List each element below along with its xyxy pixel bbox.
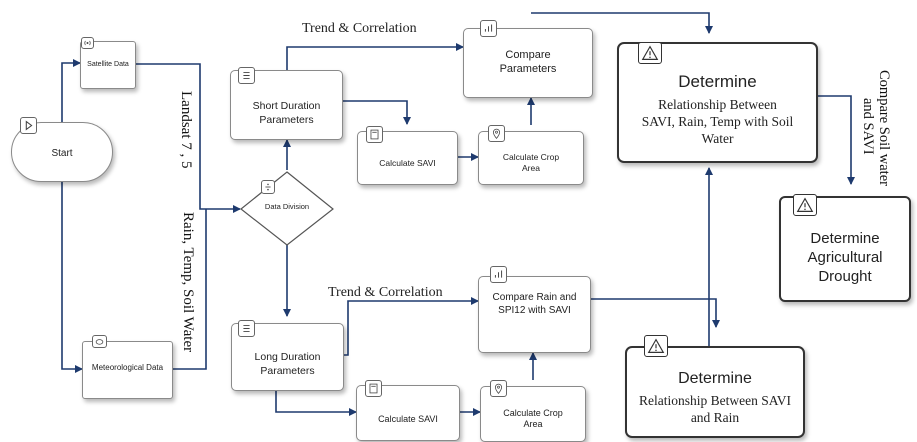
broadcast-icon	[81, 37, 94, 49]
compare-soil-edge-label-2: and SAVI	[860, 98, 876, 155]
divide-icon	[261, 180, 275, 194]
edge-long-compare-rain	[344, 297, 479, 356]
determine-top-title: Determine	[678, 72, 757, 91]
satellite-data-node: Satellite Data	[80, 41, 136, 89]
edge-compare-determine-top	[531, 12, 713, 34]
edge-short-compare	[286, 43, 464, 70]
meteorological-data-node: Meteorological Data	[82, 341, 173, 399]
calculate-crop-bottom-node: Calculate Crop Area	[480, 386, 586, 442]
edge-short-savi	[343, 100, 411, 125]
cloud-icon	[92, 335, 107, 348]
agricultural-drought-node: Determine Agricultural Drought	[779, 196, 911, 302]
long-duration-label: Long Duration Parameters	[254, 351, 321, 377]
calculator-icon	[365, 380, 382, 397]
edge-start-satellite	[61, 59, 81, 122]
calculate-savi-top-label: Calculate SAVI	[379, 158, 436, 168]
determine-bottom-title: Determine	[678, 370, 752, 387]
list-icon	[238, 320, 255, 337]
compare-parameters-node: Compare Parameters	[463, 28, 593, 98]
short-duration-label: Short Duration Parameters	[252, 100, 321, 126]
agricultural-drought-label: Determine Agricultural Drought	[807, 230, 883, 285]
edge-long-savi	[275, 391, 357, 416]
rain-temp-edge-label: Rain, Temp, Soil Water	[180, 212, 196, 353]
data-division-label: Data Division	[264, 202, 310, 211]
determine-bottom-node: Determine Relationship Between SAVI and …	[625, 346, 805, 438]
location-pin-icon	[488, 125, 505, 142]
meteorological-data-label: Meteorological Data	[91, 363, 164, 372]
determine-bottom-text: Relationship Between SAVI and Rain	[639, 393, 791, 425]
edge-satellite-division	[136, 63, 241, 213]
location-pin-icon	[490, 380, 507, 397]
bar-chart-icon	[480, 20, 497, 37]
compare-soil-edge-label-1: Compare Soil water	[876, 70, 892, 186]
bar-chart-icon	[490, 266, 507, 283]
calculate-crop-bottom-label: Calculate Crop Area	[503, 408, 563, 429]
compare-parameters-label: Compare Parameters	[499, 49, 557, 75]
warning-icon	[793, 194, 817, 216]
determine-top-text: Relationship Between SAVI, Rain, Temp wi…	[641, 97, 794, 146]
compare-rain-node: Compare Rain and SPI12 with SAVI	[478, 276, 591, 353]
trend-correlation-bottom-label: Trend & Correlation	[328, 285, 443, 300]
play-icon	[20, 117, 37, 134]
list-icon	[238, 67, 255, 84]
warning-icon	[638, 42, 662, 64]
edge-compare-rain-determine	[591, 298, 720, 328]
compare-rain-label: Compare Rain and SPI12 with SAVI	[492, 292, 577, 316]
edge-start-meteorological	[61, 182, 83, 373]
calculate-savi-bottom-label: Calculate SAVI	[378, 414, 438, 424]
trend-correlation-top-label: Trend & Correlation	[302, 21, 417, 36]
start-label: Start	[51, 148, 73, 159]
calculator-icon	[366, 126, 383, 143]
edge-meteorological-division	[173, 209, 207, 370]
landsat-edge-label: Landsat 7 , 5	[178, 91, 194, 169]
determine-top-node: Determine Relationship Between SAVI, Rai…	[617, 42, 818, 163]
edge-determine-drought	[818, 95, 855, 185]
warning-icon	[644, 335, 668, 357]
calculate-crop-top-label: Calculate Crop Area	[502, 152, 560, 173]
satellite-data-label: Satellite Data	[87, 61, 129, 68]
